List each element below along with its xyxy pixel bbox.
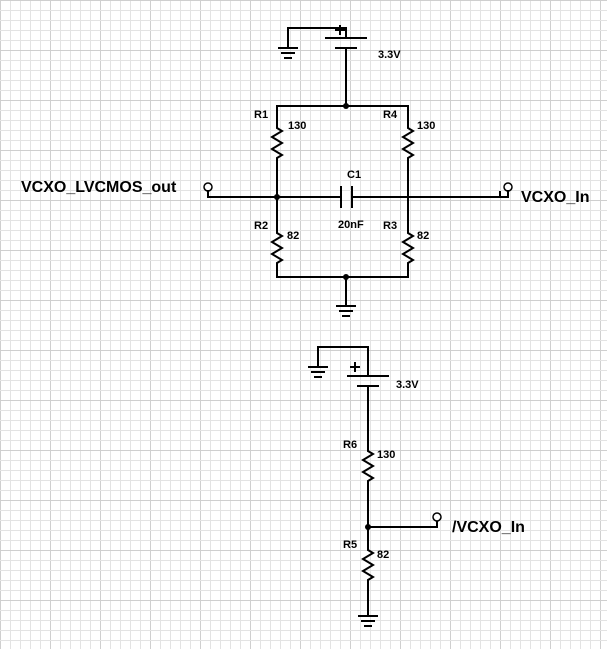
- ground-icon: [358, 615, 378, 627]
- port-right-label: VCXO_In: [521, 189, 589, 206]
- r6-ref-label: R6: [343, 439, 357, 451]
- r2-ref-label: R2: [254, 220, 268, 232]
- r4-value-label: 130: [417, 120, 435, 132]
- battery-icon: [347, 362, 389, 447]
- right-signal-wire: [499, 190, 509, 198]
- port-terminal-icon[interactable]: [203, 182, 213, 192]
- port-terminal-icon[interactable]: [503, 182, 513, 192]
- ground-icon: [308, 346, 369, 378]
- resistor-r3: [401, 226, 415, 278]
- r3-value-label: 82: [417, 230, 429, 242]
- c1-value-label: 20nF: [338, 219, 364, 231]
- top-circuit: 3.3V R1 130 R4 130 VCXO_LVCMOS_out C1 20…: [21, 25, 589, 317]
- resistor-r1: [270, 105, 284, 198]
- battery-icon: [325, 25, 367, 107]
- junction-dot-icon: [343, 103, 349, 109]
- r5-ref-label: R5: [343, 539, 357, 551]
- ground-icon: [278, 27, 347, 59]
- bottom-supply-voltage-label: 3.3V: [396, 379, 419, 391]
- port-terminal-icon[interactable]: [432, 512, 442, 522]
- bottom-port-label: /VCXO_In: [452, 519, 525, 536]
- resistor-r2: [270, 196, 284, 278]
- resistor-r5: [361, 526, 375, 617]
- bottom-signal-wire: [367, 520, 438, 528]
- r1-value-label: 130: [288, 120, 306, 132]
- r4-ref-label: R4: [383, 109, 398, 121]
- resistor-r6: [361, 445, 375, 528]
- resistor-r4: [401, 105, 415, 228]
- port-left-label: VCXO_LVCMOS_out: [21, 179, 177, 196]
- r1-ref-label: R1: [254, 109, 268, 121]
- left-signal-wire: [207, 190, 342, 198]
- r2-value-label: 82: [287, 230, 299, 242]
- ground-icon: [336, 276, 356, 317]
- r3-ref-label: R3: [383, 220, 397, 232]
- bottom-circuit: 3.3V R6 130 /VCXO_In R5 82: [308, 346, 525, 627]
- top-supply-voltage-label: 3.3V: [378, 49, 401, 61]
- r6-value-label: 130: [377, 449, 395, 461]
- r5-value-label: 82: [377, 549, 389, 561]
- c1-ref-label: C1: [347, 169, 361, 181]
